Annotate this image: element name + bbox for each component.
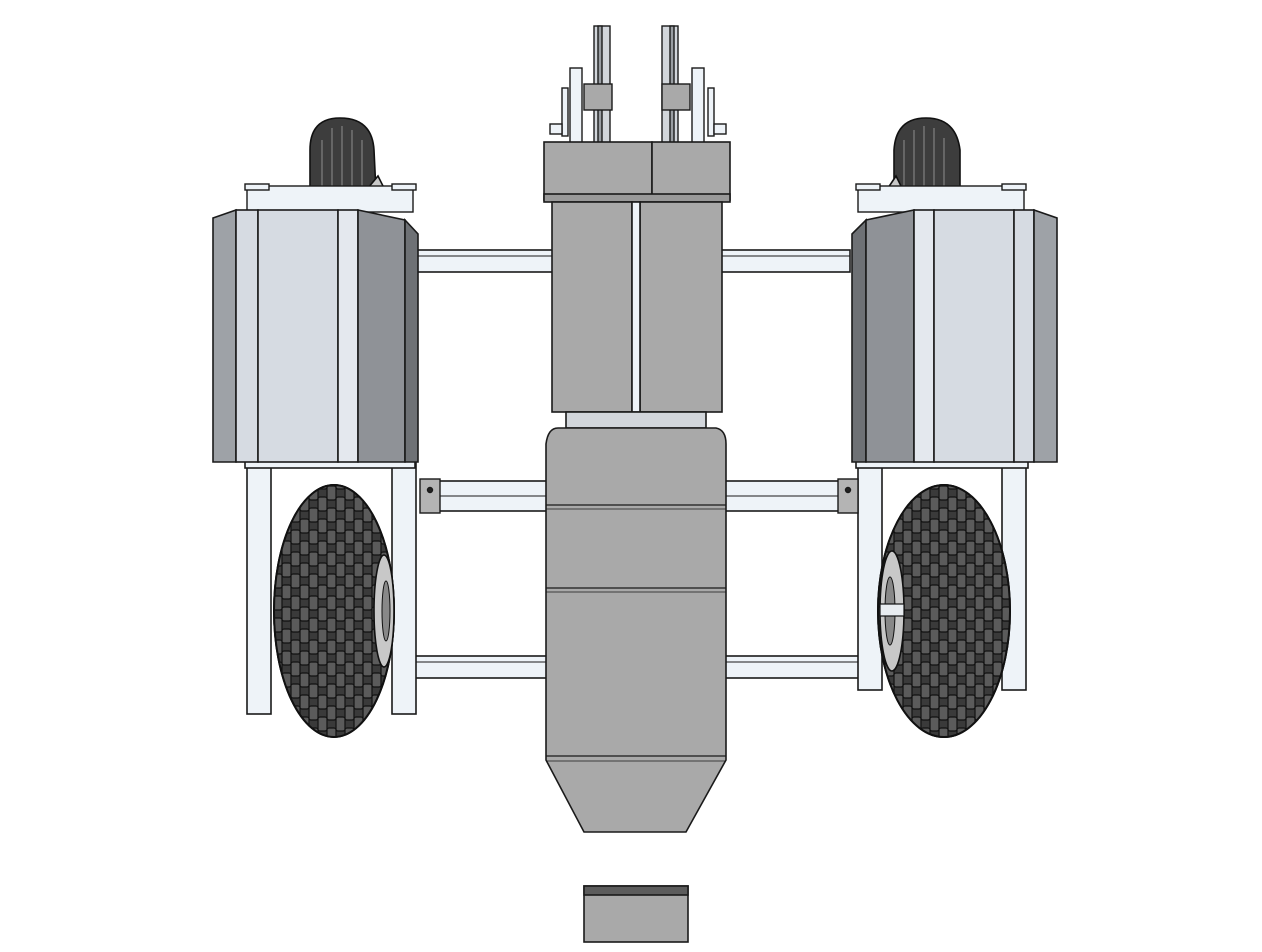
right-offroad-tire [877, 484, 1011, 738]
frame-legs [244, 459, 1029, 715]
clamp-brackets [419, 478, 859, 514]
left-inner-leg [391, 461, 417, 715]
steering-column [549, 25, 727, 145]
right-fuel-tank [851, 208, 1058, 463]
center-main-body [545, 427, 727, 833]
left-fuel-tank [212, 208, 419, 463]
right-caster-wheel [886, 117, 961, 193]
right-axle-stub [879, 603, 905, 617]
left-offroad-tire [273, 484, 395, 738]
left-outer-leg [246, 461, 272, 715]
right-clamp [837, 478, 859, 514]
right-inner-leg [857, 461, 883, 691]
rear-block [583, 885, 689, 943]
left-caster-wheel [309, 117, 386, 193]
left-clamp [419, 478, 441, 514]
center-upper-housing [543, 141, 731, 429]
